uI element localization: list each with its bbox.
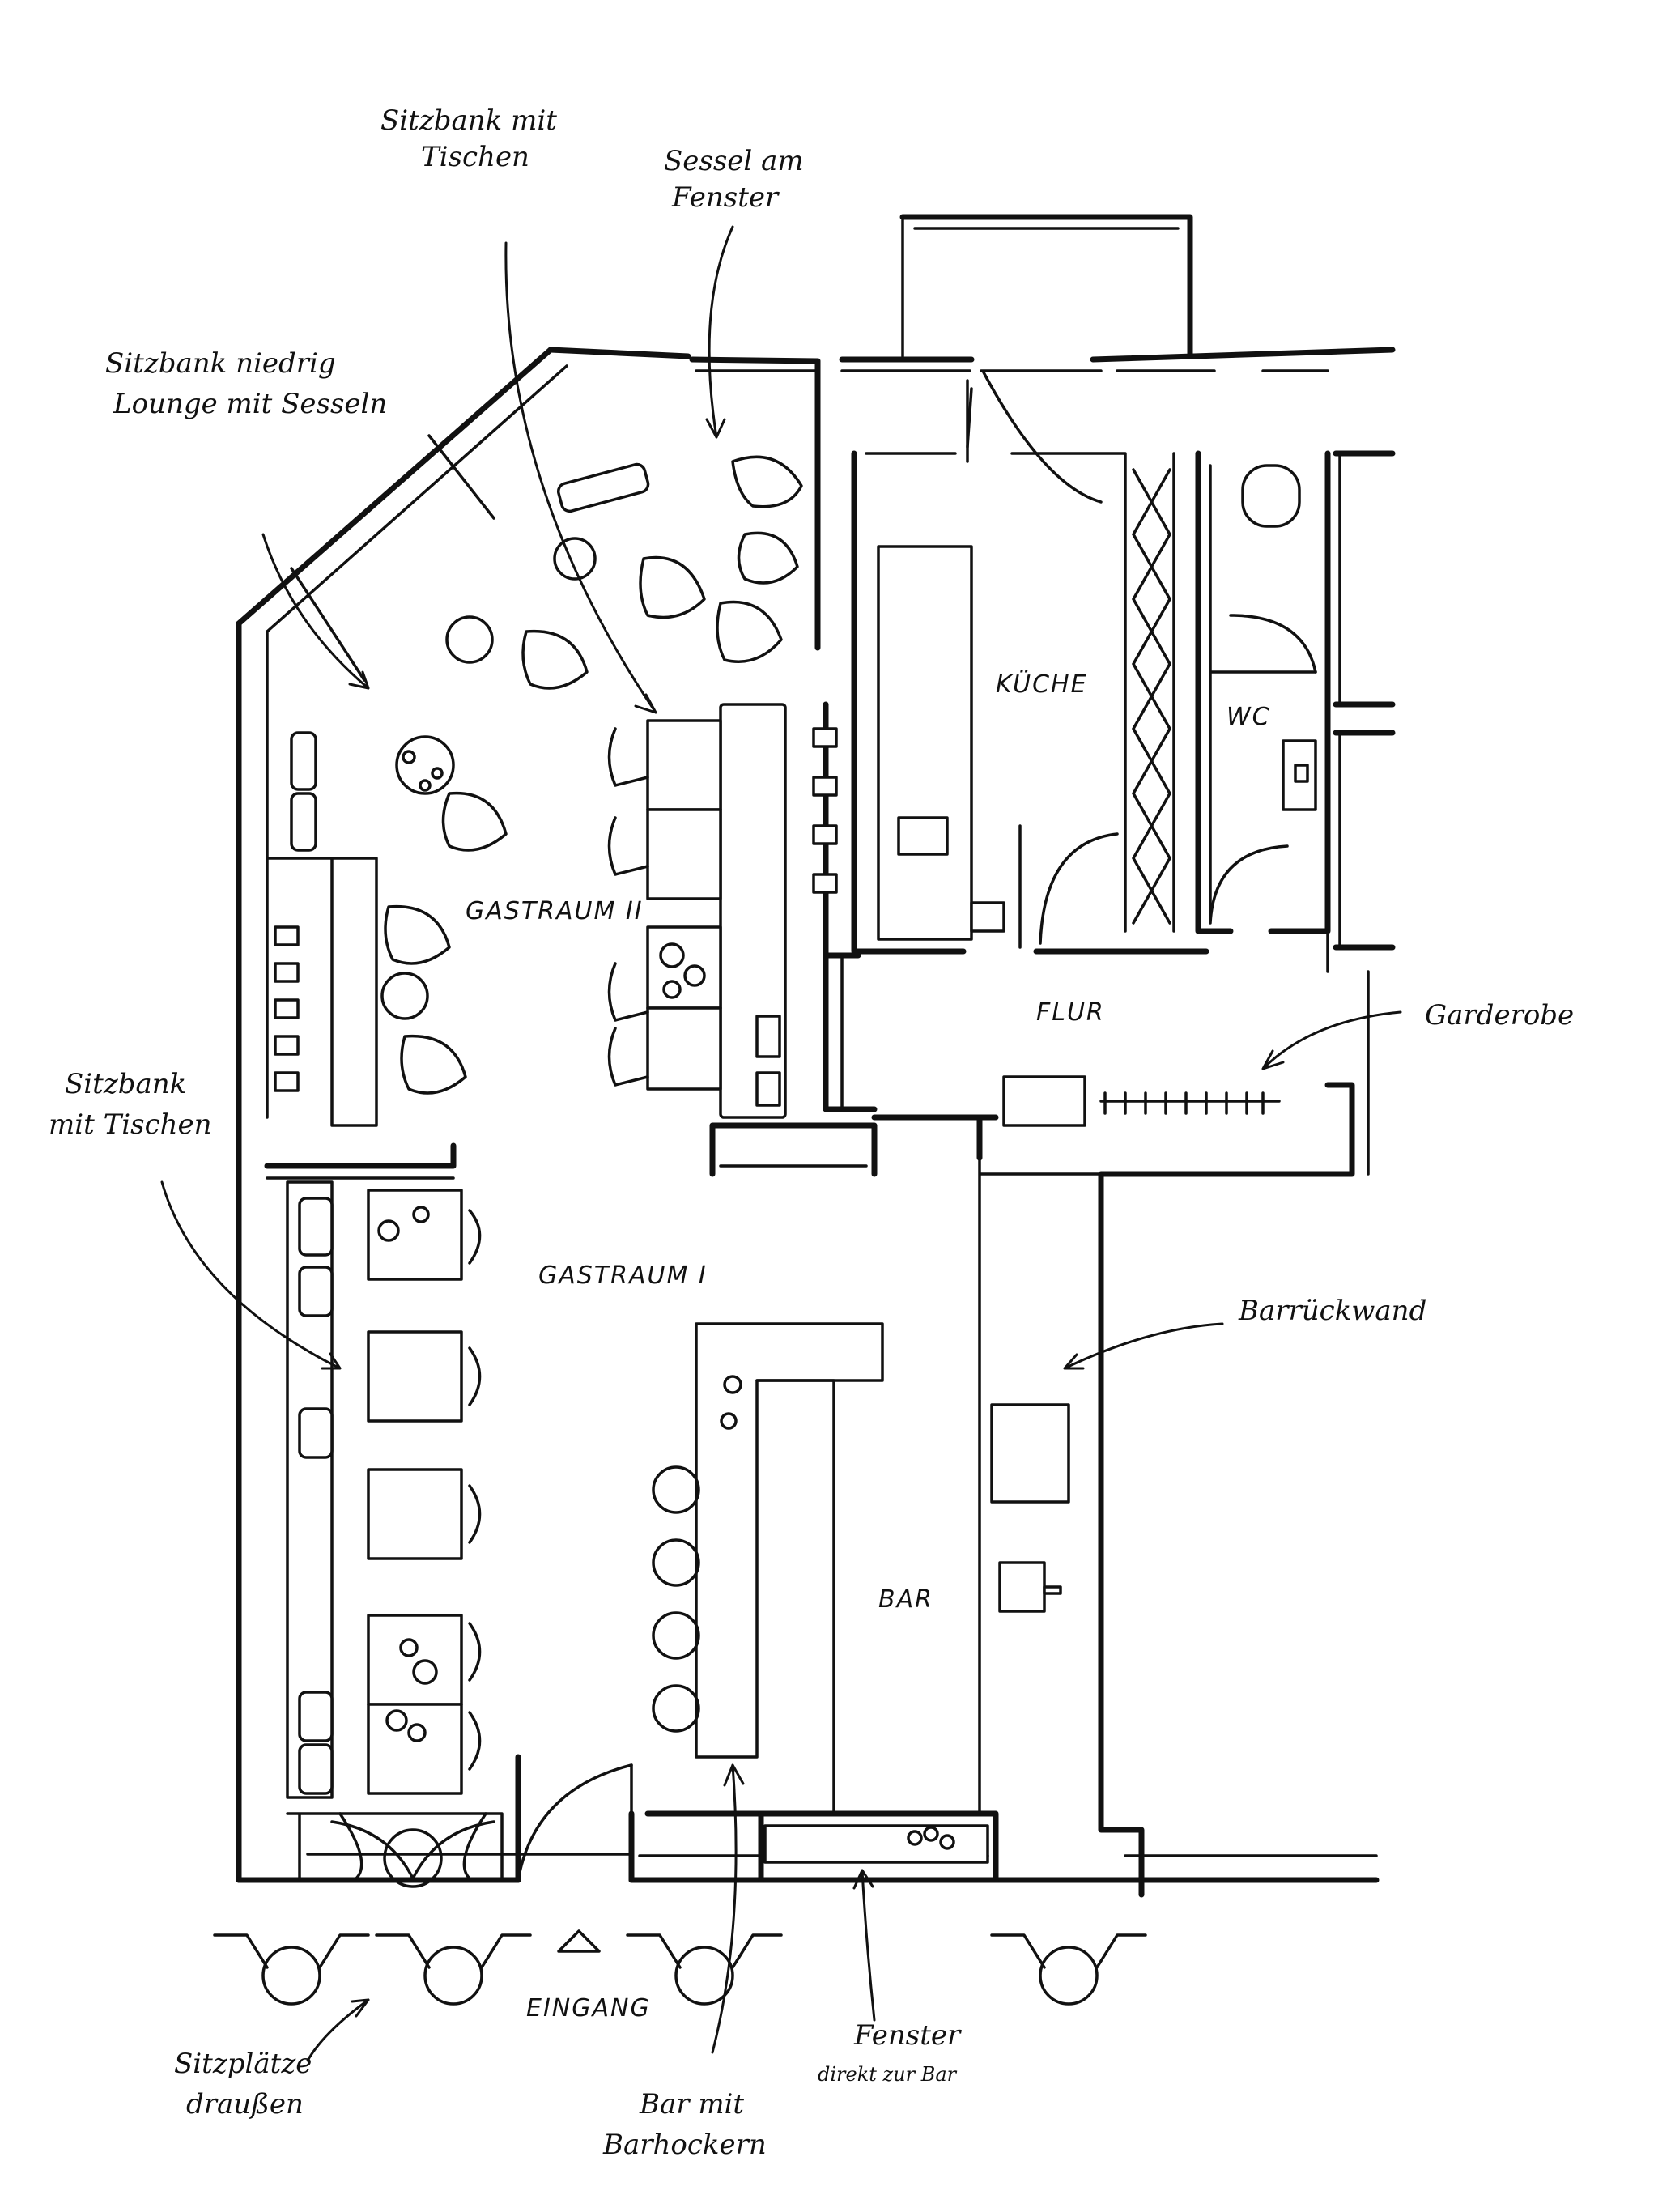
note-sitzbank-tischen-left: Sitzbank mit Tischen xyxy=(49,1068,212,1141)
kitchen-furniture xyxy=(877,464,1317,941)
note-sitzbank-tischen-top: Sitzbank mit Tischen xyxy=(380,104,566,173)
room-labels: KÜCHE WC FLUR GASTRAUM II GASTRAUM I BAR… xyxy=(466,670,1271,2023)
gastraum1-furniture xyxy=(286,1180,1070,1864)
outdoor-seating xyxy=(213,1929,1147,2006)
note-bar-hocker: Bar mit Barhockern xyxy=(602,2088,767,2161)
note-fenster-bar-title: Fenster xyxy=(853,2019,962,2052)
label-wc: WC xyxy=(1226,703,1271,731)
walls xyxy=(236,214,1396,1898)
entrance-lounge xyxy=(330,1812,495,1888)
label-eingang: EINGANG xyxy=(526,1994,651,2023)
note-sessel-fenster: Sessel am Fenster xyxy=(664,145,812,214)
annotation-arrows xyxy=(160,225,1402,2062)
note-barrueckwand: Barrückwand xyxy=(1238,1295,1426,1327)
doors xyxy=(517,371,1329,1882)
flur-furniture xyxy=(1002,1075,1281,1127)
note-sitzplaetze: Sitzplätze draußen xyxy=(174,2048,321,2121)
label-gastraum2: GASTRAUM II xyxy=(466,897,644,925)
handwritten-notes: Sitzbank mit Tischen Sessel am Fenster S… xyxy=(49,104,1574,2161)
note-fenster-bar-sub: direkt zur Bar xyxy=(818,2063,958,2086)
label-kueche: KÜCHE xyxy=(996,670,1088,699)
note-garderobe: Garderobe xyxy=(1425,999,1574,1032)
note-sitzbank-niedrig: Sitzbank niedrig Lounge mit Sesseln xyxy=(105,347,387,420)
gastraum2-furniture xyxy=(274,455,838,1127)
label-flur: FLUR xyxy=(1036,998,1105,1027)
label-gastraum1: GASTRAUM I xyxy=(538,1261,708,1290)
label-bar: BAR xyxy=(878,1585,933,1614)
